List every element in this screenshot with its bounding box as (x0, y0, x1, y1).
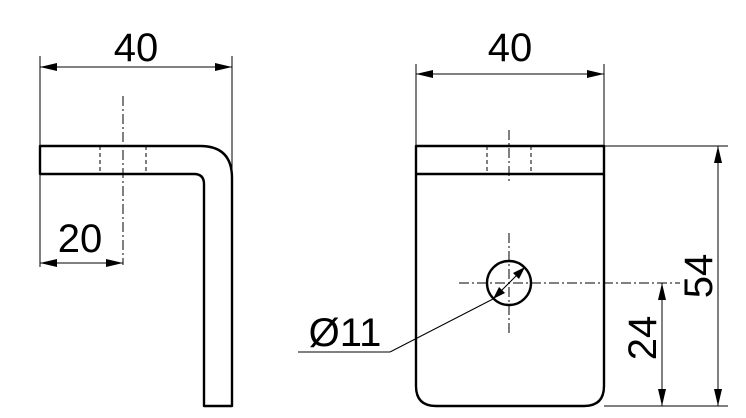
dimension-label: 40 (488, 26, 533, 70)
front-view (414, 130, 680, 408)
arrowhead (714, 389, 722, 406)
arrowhead (587, 70, 604, 78)
side-view-outline (38, 144, 234, 408)
side-view (38, 96, 234, 408)
arrowhead (658, 283, 666, 300)
total-height-dimension: 54 (604, 145, 728, 407)
hole-height-dimension: 24 (604, 283, 674, 407)
dimension-label: 54 (677, 254, 721, 299)
dimension-label: 20 (58, 217, 103, 261)
front-width-dimension: 40 (415, 26, 605, 146)
arrowhead (658, 389, 666, 406)
arrowhead (40, 259, 57, 267)
arrowhead (106, 259, 123, 267)
arrowhead (493, 287, 505, 299)
front-view-outline (414, 144, 606, 408)
leader-line (389, 298, 494, 353)
side-offset-dimension: 20 (39, 174, 123, 267)
dimension-label: 40 (114, 26, 159, 70)
arrowhead (215, 63, 232, 71)
arrowhead (40, 63, 57, 71)
arrowhead (513, 267, 525, 279)
side-width-dimension: 40 (39, 26, 233, 178)
arrowhead (714, 146, 722, 163)
dimension-label: Ø11 (309, 311, 382, 355)
dimension-label: 24 (621, 316, 665, 361)
arrowhead (416, 70, 433, 78)
hole-diameter-dimension: Ø11 (298, 266, 526, 355)
